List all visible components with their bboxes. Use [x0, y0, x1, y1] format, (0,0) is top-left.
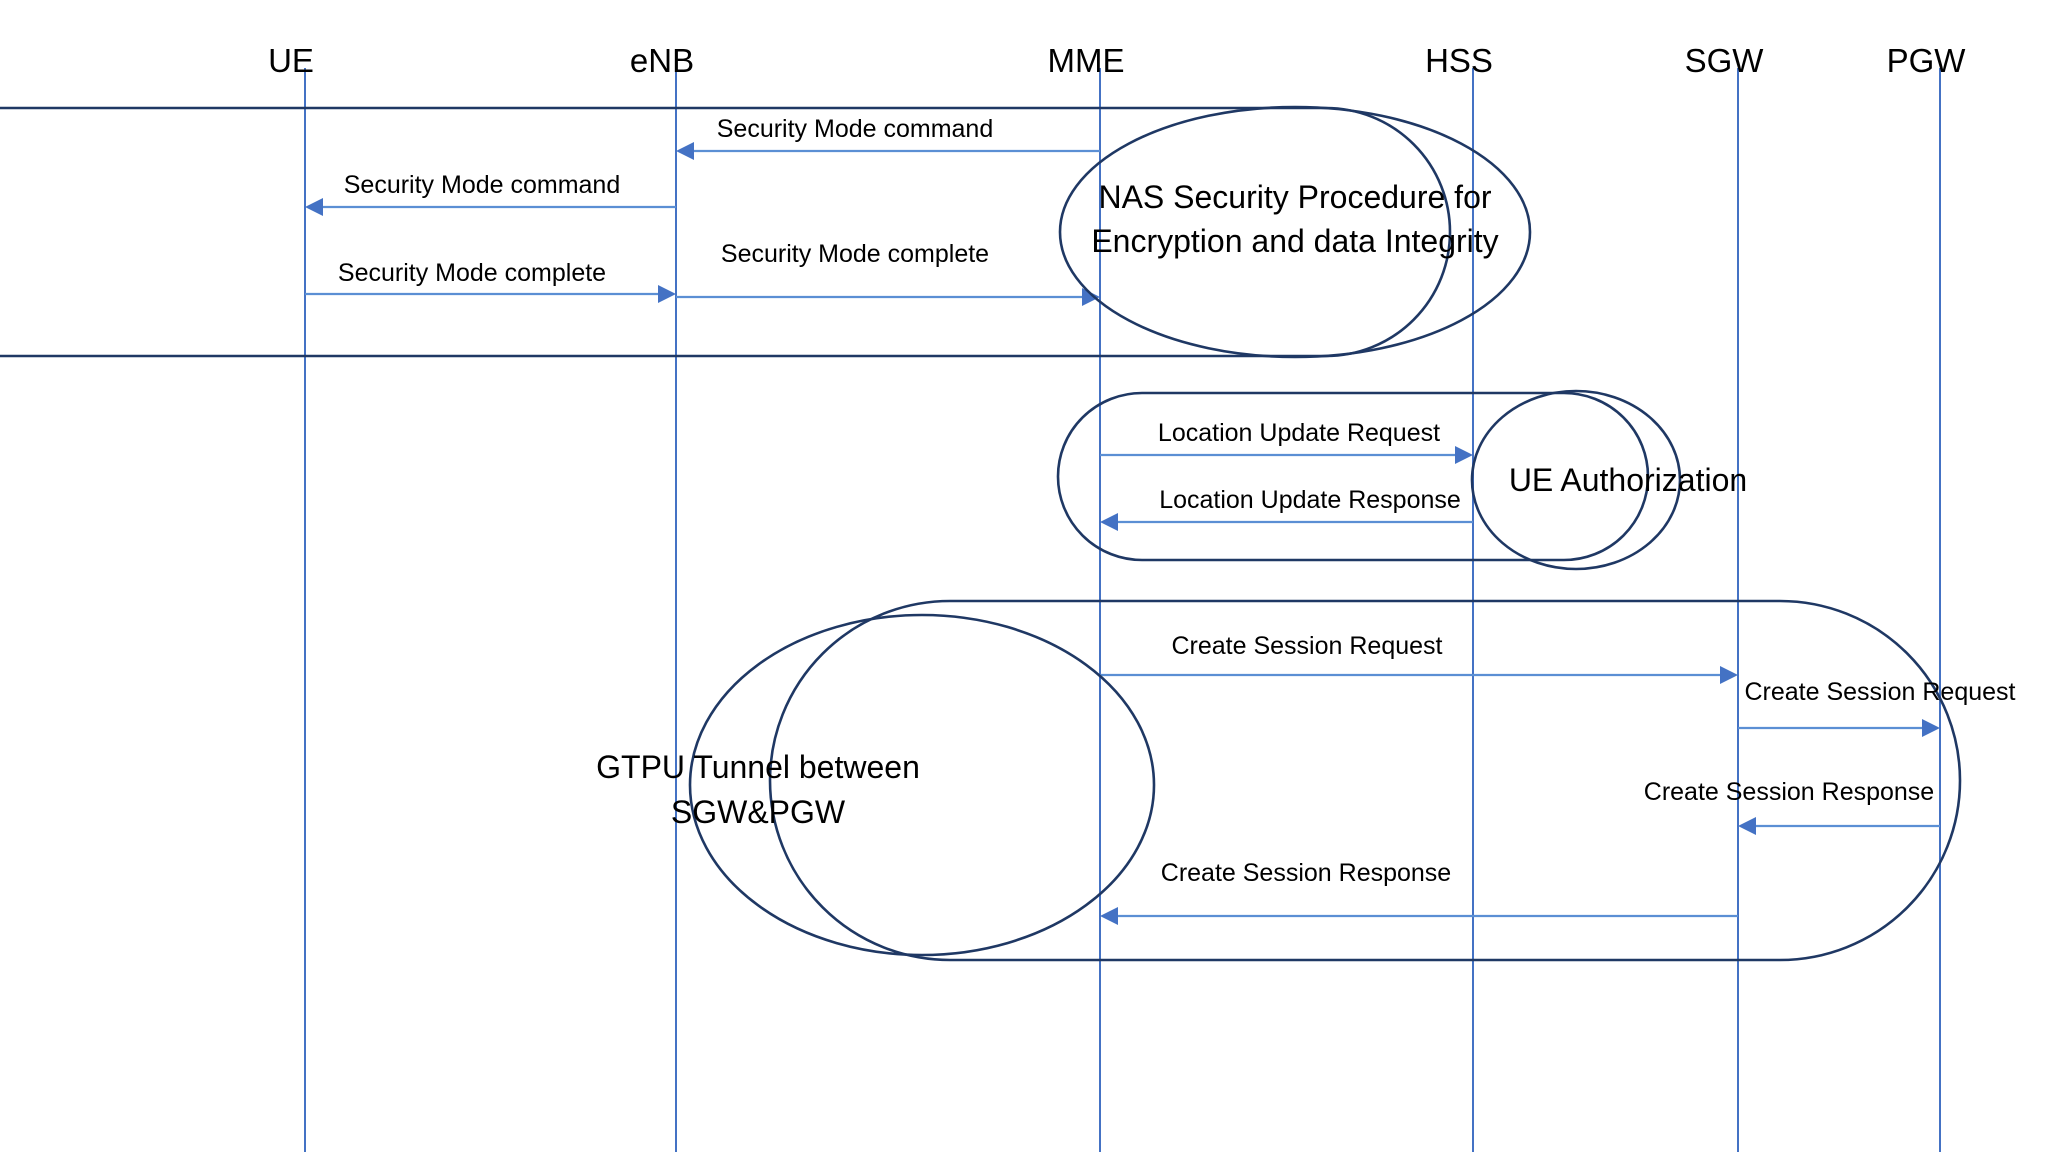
group-label-line: SGW&PGW	[671, 794, 846, 830]
group-label-ellipse	[688, 613, 1156, 957]
message-m8: Create Session Request	[1738, 678, 2016, 737]
message-arrowhead	[1720, 666, 1738, 684]
message-m2: Security Mode command	[305, 171, 676, 216]
message-label: Create Session Request	[1172, 632, 1443, 660]
group-boxes	[0, 106, 1962, 962]
actor-label-pgw[interactable]: PGW	[1887, 42, 1967, 79]
message-arrowhead	[658, 285, 676, 303]
message-label: Security Mode complete	[338, 259, 606, 287]
message-m1: Security Mode command	[676, 115, 1100, 160]
message-m5: Location Update Request	[1100, 419, 1473, 464]
message-label: Create Session Response	[1644, 778, 1934, 806]
group-label-line: UE Authorization	[1509, 462, 1747, 498]
actor-label-hss[interactable]: HSS	[1425, 42, 1493, 79]
message-arrowhead	[1738, 817, 1756, 835]
message-label: Security Mode complete	[721, 240, 989, 268]
group-frame-g1	[0, 106, 1452, 358]
message-m3: Security Mode complete	[676, 240, 1100, 306]
message-label: Security Mode command	[344, 171, 621, 199]
group-label-line: GTPU Tunnel between	[596, 749, 920, 785]
actor-label-sgw[interactable]: SGW	[1685, 42, 1765, 79]
message-m4: Security Mode complete	[305, 259, 676, 303]
message-m7: Create Session Request	[1100, 632, 1738, 684]
message-arrowhead	[1100, 513, 1118, 531]
group-label-ellipse	[1058, 105, 1532, 359]
message-label: Location Update Response	[1159, 486, 1461, 514]
group-label-ue-authorization: UE Authorization	[1470, 389, 1747, 571]
message-m9: Create Session Response	[1644, 778, 1940, 835]
actor-label-enb[interactable]: eNB	[630, 42, 694, 79]
group-frame-g3	[768, 599, 1962, 962]
group-label-line: Encryption and data Integrity	[1091, 223, 1498, 259]
group-label-text: UE Authorization	[1509, 462, 1747, 498]
actor-headers: UE eNB MME HSS SGW PGW	[268, 42, 1966, 79]
message-m6: Location Update Response	[1100, 486, 1473, 531]
actor-label-mme[interactable]: MME	[1048, 42, 1125, 79]
message-arrowhead	[305, 198, 323, 216]
message-arrowhead	[676, 142, 694, 160]
message-arrowhead	[1082, 288, 1100, 306]
message-label: Create Session Response	[1161, 859, 1451, 887]
message-label: Create Session Request	[1745, 678, 2016, 706]
message-arrowhead	[1100, 907, 1118, 925]
message-label: Location Update Request	[1158, 419, 1440, 447]
group-frame-g2	[1056, 391, 1650, 562]
message-m10: Create Session Response	[1100, 859, 1738, 925]
message-label: Security Mode command	[717, 115, 994, 143]
group-label-ellipse	[1470, 389, 1682, 571]
message-arrowhead	[1922, 719, 1940, 737]
group-label-line: NAS Security Procedure for	[1098, 179, 1491, 215]
lifelines-group	[304, 68, 1941, 1152]
message-arrowhead	[1455, 446, 1473, 464]
actor-label-ue[interactable]: UE	[268, 42, 314, 79]
